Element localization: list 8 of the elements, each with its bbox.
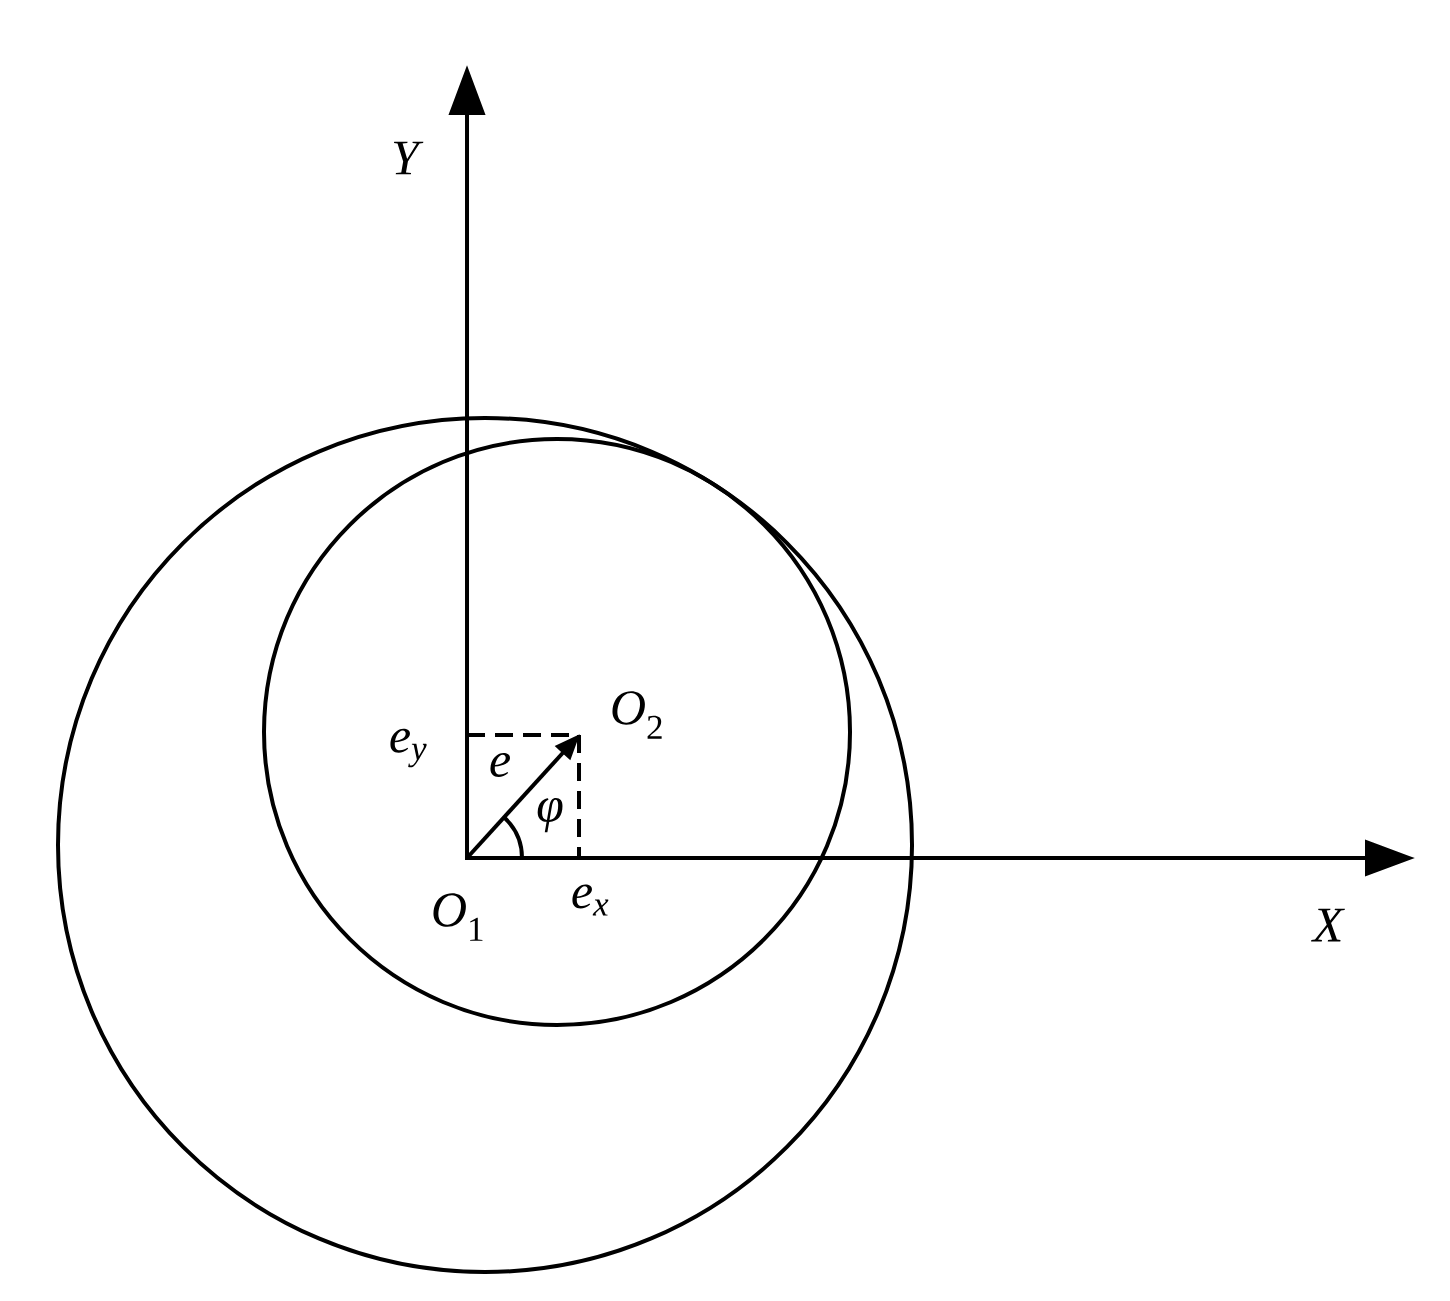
angle-label: φ: [537, 797, 563, 833]
axis-label: X: [1311, 908, 1345, 942]
vector-label: e: [490, 753, 510, 778]
axis-label: Y: [393, 141, 424, 175]
component-label: e$_{x}$: [572, 884, 609, 916]
component-label: e$_{y}$: [390, 728, 427, 768]
point-label: O$_{1}$: [433, 893, 483, 941]
point-label: O$_{2}$: [612, 691, 662, 739]
